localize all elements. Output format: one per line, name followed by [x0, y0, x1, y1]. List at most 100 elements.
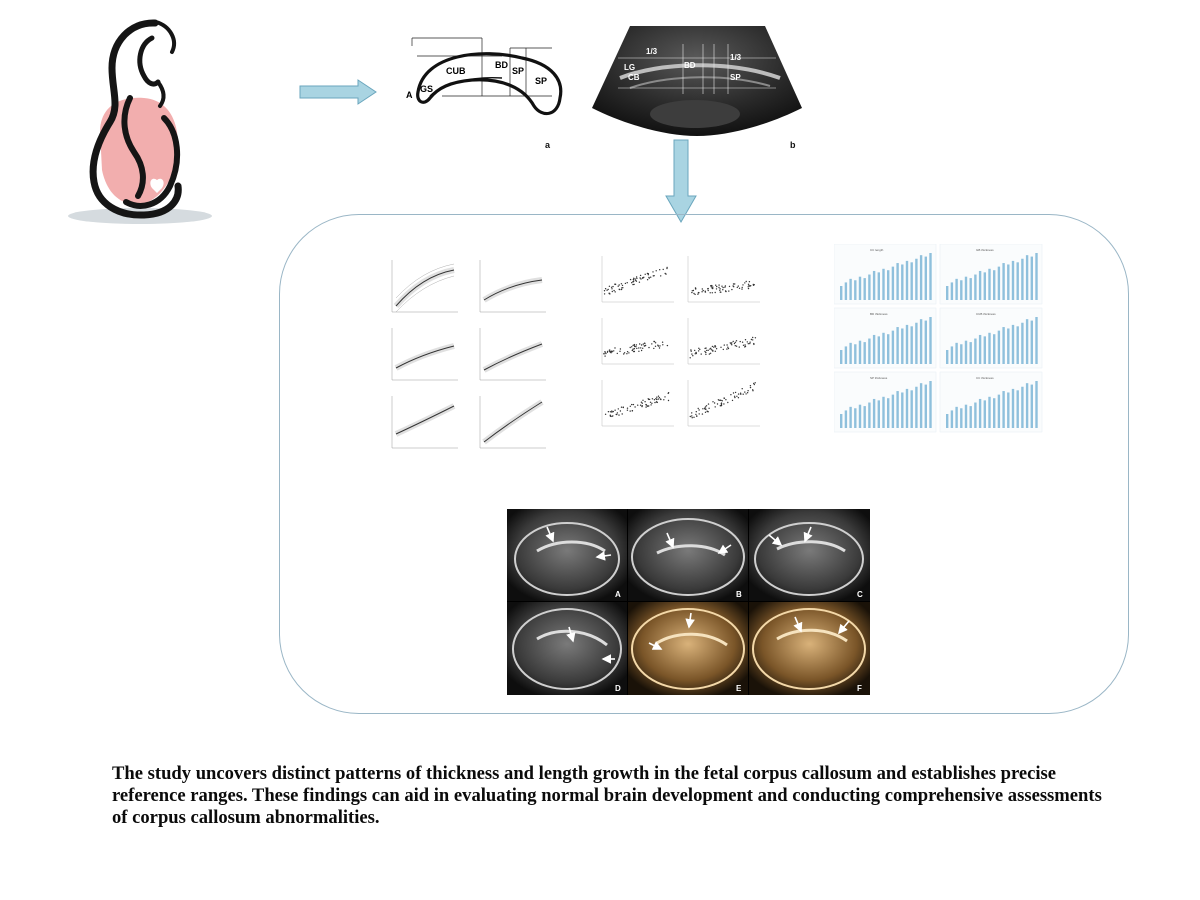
bar [849, 342, 852, 364]
scatter-point [661, 341, 664, 343]
scatter-point [640, 278, 642, 280]
scatter-point [724, 285, 727, 287]
scatter-point [631, 282, 633, 284]
us-letter-e: E [736, 684, 742, 693]
pregnant-woman-icon [60, 10, 215, 232]
scatter-point [711, 292, 713, 294]
scatter-point [647, 398, 649, 400]
scatter-point [704, 350, 706, 353]
scatter-point [652, 271, 654, 273]
scatter-point [725, 290, 727, 293]
ultrasound-image-b: 1/3 LG BD 1/3 CB SP [590, 22, 805, 140]
scatter-thumb [687, 380, 760, 427]
scatter-point [639, 343, 641, 345]
bar [891, 266, 895, 300]
scatter-point [710, 286, 712, 288]
scatter-point [725, 399, 727, 401]
scatter-point [609, 415, 612, 417]
scatter-point [748, 281, 751, 283]
scatter-point [613, 350, 615, 352]
bar [882, 332, 885, 364]
us-panel-a [507, 509, 627, 601]
scatter-point [736, 395, 738, 397]
scatter-point [746, 341, 748, 343]
scatter-point [604, 413, 607, 415]
bar [863, 278, 866, 300]
scatter-thumb [687, 256, 760, 303]
bar [964, 404, 968, 428]
scatter-point [714, 406, 716, 408]
scatter-point [658, 347, 661, 349]
scatter-point [747, 286, 749, 288]
scatter-point [747, 390, 749, 392]
bar [1025, 319, 1029, 364]
bar [854, 280, 857, 300]
bar [877, 272, 880, 300]
scatter-point [702, 408, 704, 410]
scatter-point [614, 409, 616, 411]
scatter-point [746, 392, 749, 394]
bar [1011, 324, 1015, 364]
scatter-point [698, 413, 700, 415]
bar-chart-thumb: CUB thickness [939, 307, 1043, 369]
scatter-point [639, 277, 641, 279]
bar [1035, 317, 1038, 364]
bar [988, 268, 991, 300]
scatter-point [604, 288, 607, 290]
us-label-sp: SP [730, 73, 741, 82]
scatter-point [604, 355, 606, 357]
bar-chart-title: CC length [870, 248, 884, 252]
scatter-point [632, 403, 635, 406]
scatter-point [623, 352, 626, 354]
bar [988, 332, 991, 364]
us-label-top-right: 1/3 [730, 53, 742, 62]
scatter-point [621, 284, 624, 287]
bar [882, 268, 885, 300]
scatter-point [714, 291, 716, 294]
scatter-point [614, 283, 616, 285]
us-panel-b [628, 509, 748, 601]
scatter-point [752, 284, 755, 286]
scatter-point [752, 339, 754, 341]
scatter-point [619, 350, 621, 352]
scatter-point [629, 278, 632, 281]
scatter-point [704, 290, 706, 292]
scatter-point [606, 289, 608, 291]
bar [974, 402, 977, 428]
bar-chart-title: CC thickness [976, 376, 994, 380]
scatter-point [752, 390, 754, 392]
scatter-point [626, 409, 629, 411]
bar [919, 255, 923, 300]
scatter-point [718, 286, 720, 289]
scatter-point [735, 345, 738, 347]
scatter-point [692, 355, 694, 357]
scatter-point [638, 350, 640, 352]
bar [988, 396, 991, 428]
scatter-point [666, 266, 668, 269]
ultrasound-grid: A B C D E F [507, 509, 870, 695]
scatter-point [626, 282, 628, 284]
scatter-point [662, 268, 664, 271]
scatter-point [652, 275, 654, 277]
scatter-point [708, 407, 710, 409]
scatter-point [741, 388, 743, 390]
scatter-point [655, 270, 657, 272]
bar [1030, 256, 1033, 300]
bar [1035, 381, 1038, 428]
scatter-point [655, 401, 658, 403]
scatter-point [656, 398, 658, 401]
bar [997, 330, 1001, 364]
scatter-point [726, 348, 728, 350]
scatter-point [617, 408, 619, 410]
bar [872, 270, 876, 300]
scatter-point [654, 345, 657, 347]
scatter-point [712, 401, 714, 403]
scatter-thumb [687, 318, 760, 365]
scatter-point [619, 348, 622, 350]
bar [955, 278, 958, 300]
bar [901, 328, 904, 364]
bar [969, 278, 972, 300]
bar [919, 383, 923, 428]
bar [905, 388, 909, 428]
